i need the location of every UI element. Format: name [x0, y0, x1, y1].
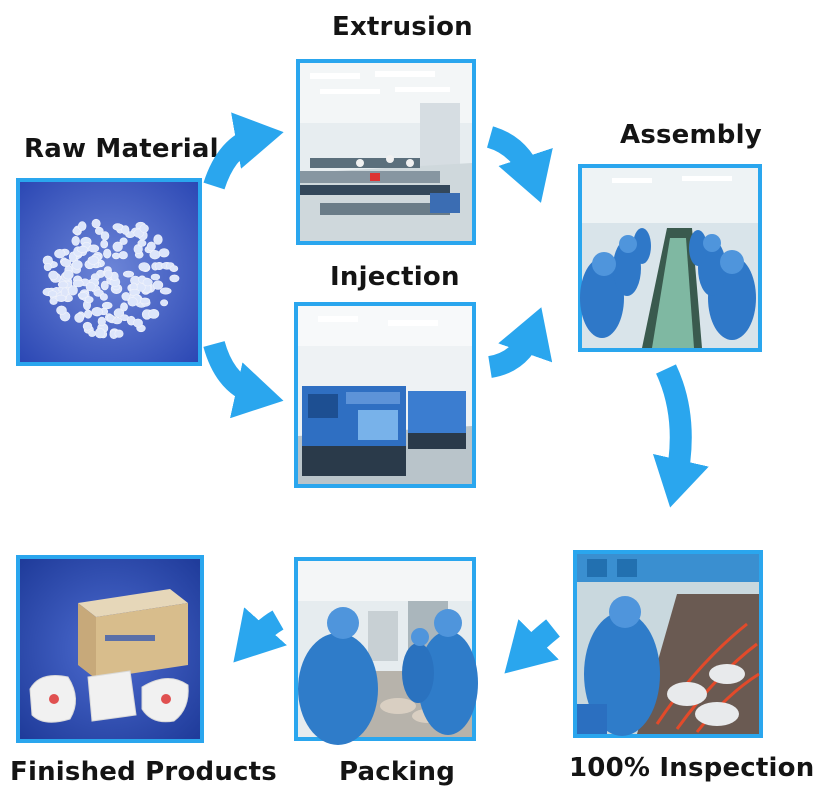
curved-arrow-icon	[652, 364, 709, 508]
step-label-inspection: 100% Inspection	[569, 753, 814, 783]
injection-photo	[294, 302, 476, 488]
step-label-packing: Packing	[339, 757, 456, 787]
curved-arrow-icon	[504, 619, 560, 674]
step-label-injection: Injection	[330, 262, 460, 292]
curved-arrow-icon	[487, 307, 553, 378]
inspection-photo	[573, 550, 763, 738]
step-label-raw-material: Raw Material	[24, 134, 219, 164]
step-label-finished-products: Finished Products	[10, 757, 277, 787]
raw-material-photo	[16, 178, 202, 366]
finished-products-photo	[16, 555, 204, 743]
curved-arrow-icon	[486, 126, 553, 203]
curved-arrow-icon	[203, 112, 284, 190]
curved-arrow-icon	[233, 607, 287, 663]
extrusion-photo	[296, 59, 476, 245]
curved-arrow-icon	[203, 340, 284, 419]
assembly-photo	[578, 164, 762, 352]
step-label-extrusion: Extrusion	[332, 12, 473, 42]
packing-photo	[294, 557, 478, 745]
step-label-assembly: Assembly	[620, 120, 762, 150]
